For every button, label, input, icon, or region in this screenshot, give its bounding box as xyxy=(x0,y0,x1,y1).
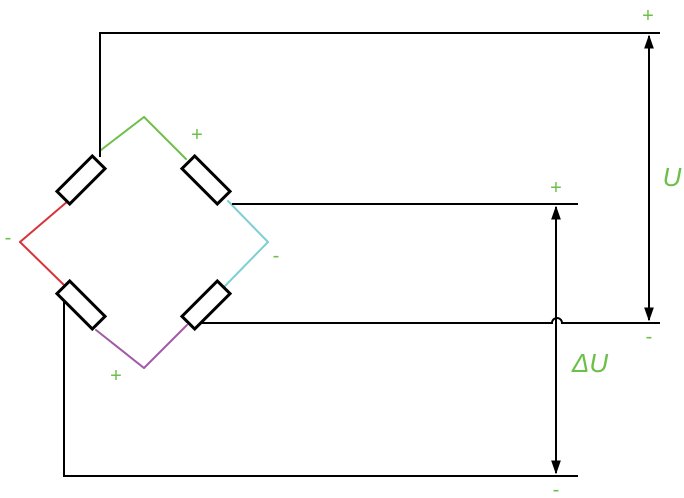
sign-bridge-bottom-plus: + xyxy=(110,365,122,387)
resistor-top-right xyxy=(179,153,233,207)
wire-output-negative xyxy=(63,300,578,477)
sign-bridge-top-plus: + xyxy=(191,124,203,146)
wire-supply-negative xyxy=(200,317,660,324)
arm-right-upper xyxy=(227,200,269,243)
resistor-top-left xyxy=(54,153,108,207)
label-output-voltage: ΔU xyxy=(571,348,608,378)
sign-top-right-plus: + xyxy=(642,5,654,27)
sign-mid-right-plus: + xyxy=(550,177,562,199)
arm-right-lower xyxy=(221,241,269,290)
wire-supply-positive xyxy=(99,32,660,157)
resistor-bottom-right xyxy=(179,278,233,332)
arm-top-left xyxy=(100,116,145,151)
label-supply-voltage: U xyxy=(663,162,682,192)
sign-bridge-right-minus: - xyxy=(273,245,280,267)
sign-mid-right-minus: - xyxy=(646,326,653,348)
arm-left-lower xyxy=(19,241,65,286)
sign-bridge-left-minus: - xyxy=(5,227,12,249)
sign-bottom-minus: - xyxy=(553,479,560,498)
arm-top-right xyxy=(143,116,187,160)
arm-bottom-left xyxy=(95,329,145,369)
arm-bottom-right xyxy=(143,324,188,369)
arm-left-upper xyxy=(19,200,69,243)
resistor-bottom-left xyxy=(54,278,108,332)
